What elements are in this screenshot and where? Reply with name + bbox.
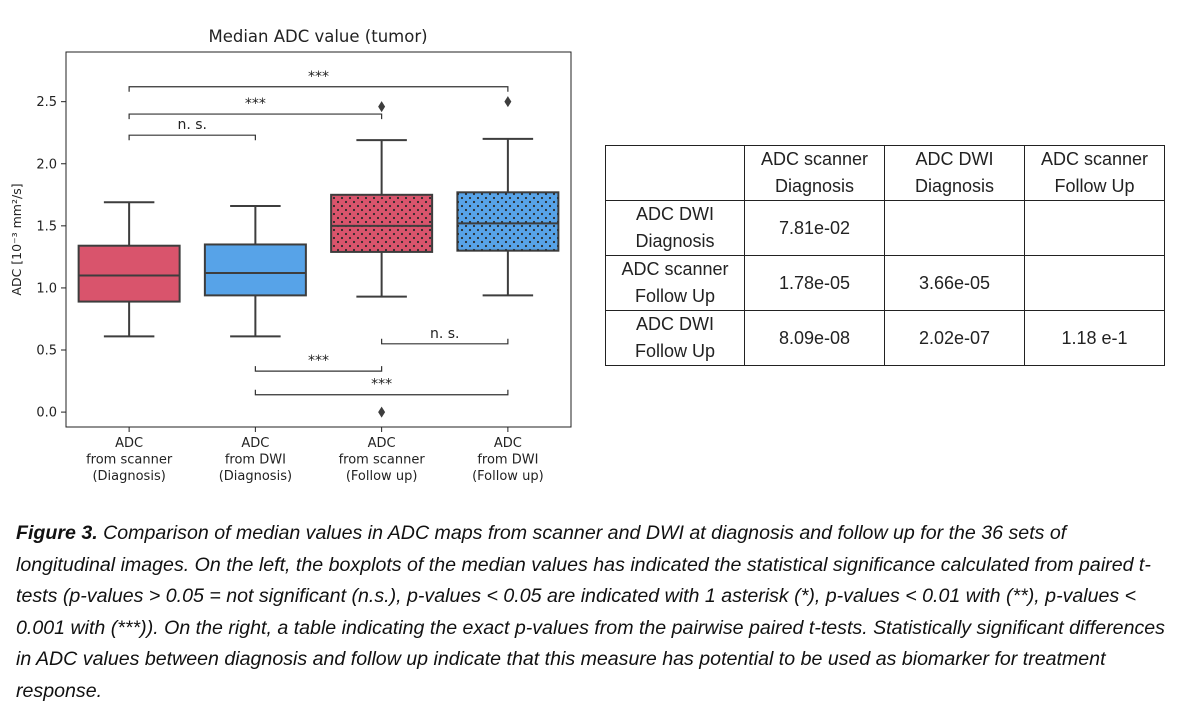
caption-label: Figure 3. [16,522,98,544]
p-value-cell: 8.09e-08 [744,310,885,366]
box-hatch [457,192,559,251]
y-tick-label: 1.5 [36,219,57,234]
p-value-cell: 1.18 e-1 [1024,310,1165,366]
outlier-marker [378,101,386,113]
x-tick-label: from scanner [86,453,173,468]
significance-label: n. s. [177,117,207,133]
y-tick-label: 2.5 [36,95,57,110]
x-tick-label: from DWI [477,453,538,468]
significance-bracket [128,86,509,92]
boxplot-chart: Median ADC value (tumor) 0.0 0.5 1.0 1.5 2.0… [9,27,572,484]
significance-label: *** [308,69,329,85]
p-value-cell: 1.78e-05 [744,255,885,311]
y-tick-label: 0.5 [36,344,57,359]
p-value-cell: 7.81e-02 [744,200,885,256]
x-tick-label: ADC [368,436,396,451]
significance-bracket [254,389,509,396]
significance-bracket [381,338,509,345]
box-body [203,243,307,297]
y-tick-label: 1.0 [36,281,57,296]
p-value-cell [1024,200,1165,256]
table-corner-cell [605,145,745,201]
x-tick-label: (Diagnosis) [219,469,292,484]
x-tick-label: (Follow up) [346,469,418,484]
box-body [77,244,181,303]
significance-label: *** [371,377,392,393]
x-tick-label: ADC [241,436,269,451]
y-axis-label: ADC [10⁻³ mm²/s] [9,183,24,295]
significance-label: *** [308,353,329,369]
outlier-marker [378,406,386,418]
x-tick-label: (Diagnosis) [92,469,165,484]
p-value-cell: 3.66e-05 [884,255,1025,311]
x-tick-label: (Follow up) [472,469,544,484]
box-hatch [331,194,433,252]
significance-bracket [254,366,383,372]
chart-title: Median ADC value (tumor) [208,27,427,46]
x-tick-label: from scanner [339,453,426,468]
x-tick-label: ADC [115,436,143,451]
outlier-marker [504,96,512,108]
significance-label: *** [245,96,266,112]
y-tick-label: 2.0 [36,157,57,172]
significance-label: n. s. [430,326,460,342]
figure-caption: Figure 3. Comparison of median values in… [16,518,1166,708]
x-tick-label: from DWI [225,453,286,468]
significance-bracket [128,113,383,120]
y-tick-label: 0.0 [36,406,57,421]
plot-frame [65,51,572,428]
x-tick-label: ADC [494,436,522,451]
p-value-cell: 2.02e-07 [884,310,1025,366]
p-value-cell [1024,255,1165,311]
p-value-cell [884,200,1025,256]
significance-bracket [128,134,256,141]
caption-text: Comparison of median values in ADC maps … [16,522,1165,702]
